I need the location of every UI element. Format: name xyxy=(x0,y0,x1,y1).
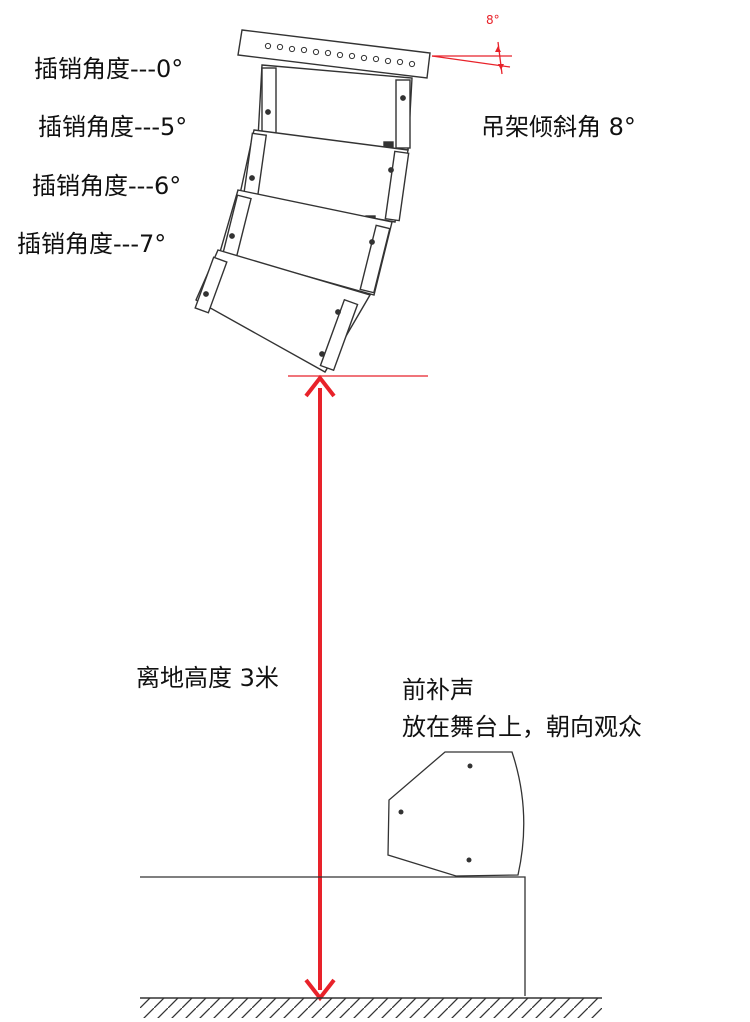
rigging-frame-holes xyxy=(264,42,416,68)
ground-hatching xyxy=(140,997,602,1018)
speaker-cabinet-1 xyxy=(257,64,413,152)
pin-angle-label-6: 插销角度---6° xyxy=(32,172,182,200)
height-label: 离地高度 3米 xyxy=(136,664,279,692)
line-array-cabinets xyxy=(194,64,413,373)
pin-angle-label-0: 插销角度---0° xyxy=(34,55,184,83)
front-fill-speaker xyxy=(387,751,525,877)
rig-tilt-label: 吊架倾斜角 8° xyxy=(481,113,636,141)
stage-platform xyxy=(140,876,526,996)
front-fill-title: 前补声 xyxy=(402,676,474,704)
pin-angle-label-5: 插销角度---5° xyxy=(38,113,188,141)
pin-angle-label-7: 插销角度---7° xyxy=(17,230,167,258)
front-fill-note: 放在舞台上，朝向观众 xyxy=(402,713,642,741)
tilt-angle-symbol: 8° xyxy=(486,13,500,27)
rigging-frame xyxy=(237,29,431,79)
tilt-angle-indicator: 8° xyxy=(431,13,512,75)
speaker-cabinet-3 xyxy=(219,189,393,302)
speaker-cabinet-4 xyxy=(194,249,372,373)
